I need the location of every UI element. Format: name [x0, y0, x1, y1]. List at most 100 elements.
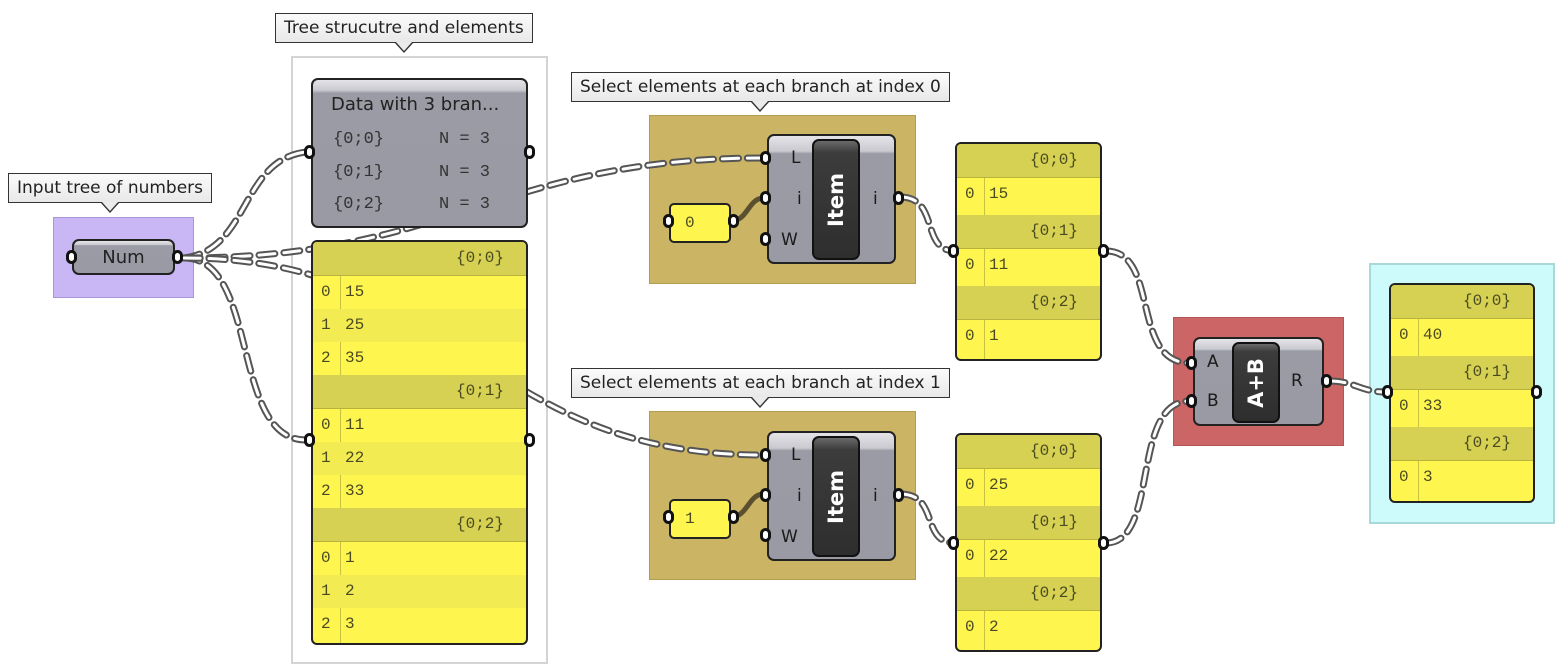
panel-item-row: 0 15: [313, 276, 526, 309]
panel-branch-header: {0;0}: [957, 144, 1100, 178]
panel-branch-header: {0;1}: [1391, 356, 1533, 390]
panel-branch-header: {0;1}: [313, 375, 526, 409]
list-item-0[interactable]: L i W Item i: [767, 134, 896, 264]
item-index: 2: [321, 349, 331, 367]
panel-result-out-port[interactable]: [1531, 385, 1542, 399]
viewer-input-port[interactable]: [304, 145, 315, 159]
item-value: 15: [345, 283, 365, 301]
index-input-1-in-port[interactable]: [663, 510, 674, 524]
item-value: 3: [345, 615, 355, 633]
branch-path: {0;1}: [1029, 222, 1078, 240]
item1-W-port[interactable]: [760, 528, 771, 542]
tree-panel-output-port[interactable]: [524, 433, 535, 447]
add-A-port[interactable]: [1186, 356, 1197, 370]
output-i-label: i: [873, 189, 878, 209]
item0-out-port[interactable]: [893, 191, 904, 205]
item0-W-port[interactable]: [760, 232, 771, 246]
panel-result-in-port[interactable]: [1382, 385, 1393, 399]
num-output-port[interactable]: [172, 250, 183, 264]
item-value: 3: [1423, 468, 1433, 486]
item-index: 0: [321, 549, 331, 567]
list-item-1-name-plate: Item: [812, 436, 860, 557]
item-value: 25: [989, 476, 1009, 494]
panel-index-1-out-port[interactable]: [1098, 536, 1109, 550]
item-index: 0: [965, 327, 975, 345]
panel-index-1-in-port[interactable]: [948, 536, 959, 550]
num-input-port[interactable]: [66, 250, 77, 264]
item-index: 0: [321, 283, 331, 301]
item-value: 22: [989, 547, 1009, 565]
input-L-label: L: [791, 445, 801, 465]
list-item-0-name-plate: Item: [812, 139, 860, 260]
item-value: 15: [989, 185, 1009, 203]
bubble-tree-structure: Tree strucutre and elements: [275, 13, 533, 53]
viewer-output-port[interactable]: [524, 145, 535, 159]
item-index: 0: [1399, 326, 1409, 344]
item-value: 33: [345, 482, 365, 500]
param-viewer[interactable]: Data with 3 bran... {0;0} N = 3 {0;1} N …: [311, 78, 528, 228]
bubble-select-index-1: Select elements at each branch at index …: [571, 368, 950, 408]
addition-component[interactable]: A B A+B R: [1193, 337, 1324, 426]
input-B-label: B: [1207, 391, 1219, 411]
index-input-0[interactable]: 0: [669, 203, 731, 243]
item-value: 2: [345, 582, 355, 600]
index-input-0-in-port[interactable]: [663, 214, 674, 228]
item-index: 1: [321, 582, 331, 600]
item-value: 35: [345, 349, 365, 367]
branch-path: {0;2}: [455, 515, 504, 533]
input-i-label: i: [797, 189, 802, 209]
index-input-1[interactable]: 1: [669, 499, 731, 539]
tree-panel-input-port[interactable]: [304, 433, 315, 447]
add-R-port[interactable]: [1321, 374, 1332, 388]
index-input-1-out-port[interactable]: [728, 510, 739, 524]
item0-L-port[interactable]: [760, 151, 771, 165]
panel-branch-header: {0;0}: [957, 435, 1100, 469]
viewer-branch-row: {0;0} N = 3: [333, 130, 491, 149]
panel-branch-header: {0;2}: [957, 286, 1100, 320]
wire-num-to-panel: [180, 254, 310, 444]
branch-path: {0;2}: [1029, 584, 1078, 602]
item-value: 22: [345, 449, 365, 467]
item-value: 1: [989, 327, 999, 345]
panel-branch-header: {0;0}: [1391, 285, 1533, 319]
input-i-label: i: [797, 486, 802, 506]
item-index: 1: [321, 316, 331, 334]
item-value: 2: [989, 618, 999, 636]
num-param[interactable]: Num: [72, 239, 175, 275]
add-B-port[interactable]: [1186, 394, 1197, 408]
panel-branch-header: {0;2}: [957, 577, 1100, 611]
item0-i-port[interactable]: [760, 191, 771, 205]
item1-out-port[interactable]: [893, 488, 904, 502]
item1-i-port[interactable]: [760, 488, 771, 502]
index-input-0-out-port[interactable]: [728, 214, 739, 228]
list-item-1[interactable]: L i W Item i: [767, 431, 896, 561]
param-viewer-title: Data with 3 bran...: [331, 94, 500, 115]
addition-name-plate: A+B: [1232, 342, 1280, 423]
input-A-label: A: [1207, 352, 1219, 372]
item1-L-port[interactable]: [760, 448, 771, 462]
item-index: 0: [965, 618, 975, 636]
item-index: 0: [1399, 468, 1409, 486]
panel-branch-header: {0;0}: [313, 242, 526, 276]
item-index: 2: [321, 615, 331, 633]
list-item-0-label: Item: [824, 172, 848, 227]
item-value: 40: [1423, 326, 1443, 344]
input-W-label: W: [781, 527, 798, 547]
panel-index-0-out-port[interactable]: [1098, 244, 1109, 258]
panel-index-0-in-port[interactable]: [948, 244, 959, 258]
